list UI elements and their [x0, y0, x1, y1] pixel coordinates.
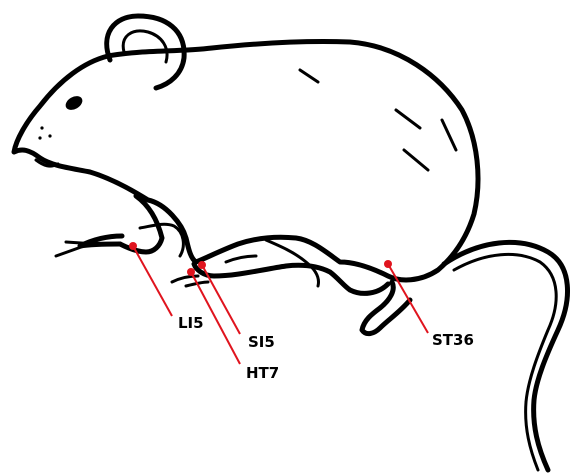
fur-stroke — [442, 120, 456, 150]
acupoint-label-si5: SI5 — [248, 333, 275, 351]
rat-tail-inner — [454, 254, 556, 470]
acupoint-dot-st36 — [384, 260, 392, 268]
rat-illustration — [14, 16, 567, 470]
rat-inner-ear — [123, 31, 167, 62]
paw-toes — [172, 276, 208, 286]
claw — [56, 246, 84, 256]
claw — [66, 242, 96, 244]
leader-line-st36 — [388, 264, 428, 333]
fur-stroke — [300, 70, 318, 82]
fur-stroke — [404, 150, 428, 170]
fur-stroke — [396, 110, 420, 128]
hind-leg-muscle — [226, 256, 256, 262]
rat-eye — [63, 93, 85, 112]
whisker-dot — [40, 126, 43, 129]
acupoint-dot-ht7 — [187, 268, 195, 276]
acupoint-label-li5: LI5 — [178, 314, 204, 332]
hind-leg — [194, 264, 388, 293]
whisker-dot — [48, 134, 51, 137]
leader-line-li5 — [133, 246, 172, 316]
acupoint-dot-li5 — [129, 242, 137, 250]
whisker-dot — [38, 136, 41, 139]
acupoint-dot-si5 — [198, 261, 206, 269]
acupoint-label-st36: ST36 — [432, 331, 474, 349]
rat-tail — [444, 242, 567, 470]
acupoint-label-ht7: HT7 — [246, 364, 279, 382]
